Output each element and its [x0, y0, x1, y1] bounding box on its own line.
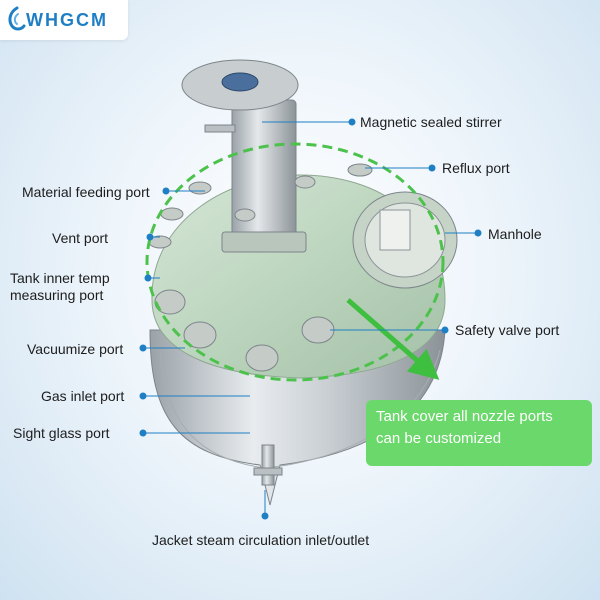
vent-nozzle: [160, 207, 184, 221]
label-jacket-steam-circulation: Jacket steam circulation inlet/outlet: [152, 532, 370, 548]
label-gas-inlet-port: Gas inlet port: [41, 388, 125, 404]
label-material-feeding-port: Material feeding port: [22, 184, 150, 200]
manhole-handle: [379, 209, 411, 251]
label-safety-valve-port: Safety valve port: [455, 322, 560, 338]
label-vent-port: Vent port: [52, 230, 109, 246]
jacket-steam-flange: [253, 467, 283, 476]
customization-callout: Tank cover all nozzle ports can be custo…: [366, 400, 592, 466]
highlight-arrow: [346, 298, 440, 380]
feeding-nozzle: [188, 181, 212, 195]
leader-lines: [139, 118, 482, 520]
stirrer-side-pipe: [204, 124, 236, 133]
top-nozzle: [234, 208, 256, 222]
label-reflux-port: Reflux port: [442, 160, 510, 176]
sight-glass-nozzle: [154, 289, 186, 315]
temp-nozzle: [294, 175, 316, 189]
reflux-nozzle: [347, 163, 373, 177]
stirrer-top-hub: [221, 72, 259, 92]
safety-valve-nozzle: [301, 316, 335, 344]
cover-nozzles: [148, 163, 373, 372]
jacket-steam-nozzle: [261, 444, 275, 486]
highlight-ellipse: [145, 142, 445, 382]
wave-logo-icon: [8, 6, 26, 31]
label-tank-inner-temp-line2: measuring port: [10, 287, 104, 303]
brand-logo: WHGCM: [0, 0, 128, 40]
callout-line-1: Tank cover all nozzle ports: [376, 408, 553, 425]
logo-text: WHGCM: [26, 10, 108, 30]
label-magnetic-sealed-stirrer: Magnetic sealed stirrer: [360, 114, 502, 130]
label-manhole: Manhole: [488, 226, 542, 242]
vacuumize-nozzle: [183, 321, 217, 349]
gas-inlet-nozzle: [245, 344, 279, 372]
stirrer-base-flange: [221, 231, 307, 253]
label-tank-inner-temp-line1: Tank inner temp: [10, 270, 110, 286]
callout-line-2: can be customized: [376, 430, 502, 447]
label-sight-glass-port: Sight glass port: [13, 425, 110, 441]
label-vacuumize-port: Vacuumize port: [27, 341, 124, 357]
tank-shell: [149, 329, 446, 506]
